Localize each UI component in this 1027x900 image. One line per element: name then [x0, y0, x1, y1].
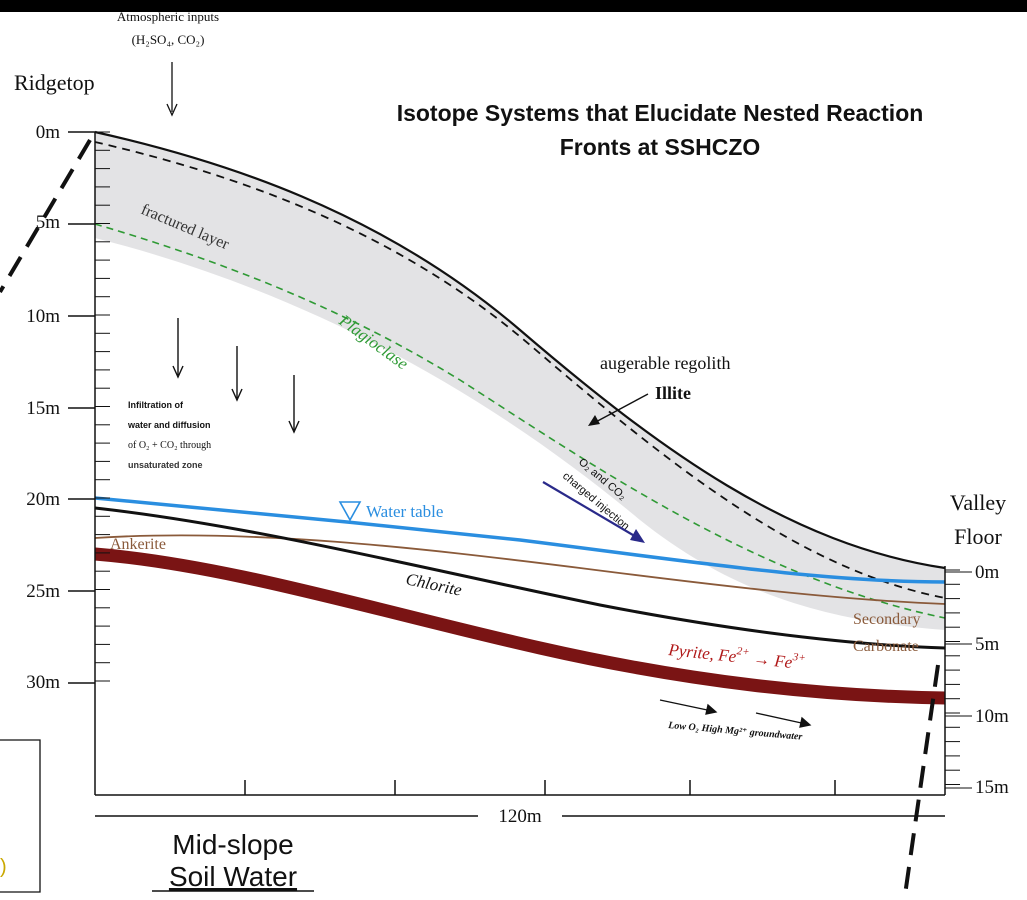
diagram-frame: 0m 5m 10m 15m 20m 25m 30m 0m 5m 10m 15m …	[0, 12, 1027, 900]
left-tick-label: 15m	[26, 398, 60, 419]
left-partial-box	[0, 739, 41, 893]
injection-arrow-head	[630, 529, 645, 543]
pyrite-line	[94, 547, 946, 705]
left-axis-major-ticks	[68, 131, 95, 684]
injection-arrow	[542, 481, 639, 539]
ankerite-line	[94, 534, 946, 605]
infiltration-label: Infiltration of	[128, 400, 184, 410]
illite-pointer-head	[588, 415, 600, 426]
title-line-1: Isotope Systems that Elucidate Nested Re…	[397, 100, 924, 126]
soil-water-label: Soil Water	[169, 861, 297, 892]
right-tick-label: 0m	[975, 562, 1000, 583]
water-table-symbol	[338, 501, 362, 522]
groundwater-label: Low O₂ High Mg²⁺ groundwater	[667, 720, 803, 743]
left-tick-label: 5m	[36, 212, 61, 233]
projection-dashed-right	[903, 664, 940, 896]
infiltration-label: of O₂ + CO₂ through	[128, 440, 211, 451]
left-tick-label: 10m	[26, 306, 60, 327]
projection-dashed-left	[0, 138, 92, 294]
distance-label: 120m	[498, 806, 542, 827]
mid-slope-label: Mid-slope	[172, 829, 293, 860]
right-tick-label: 15m	[975, 777, 1009, 798]
valley-floor-label: Floor	[954, 524, 1002, 549]
right-tick-label: 10m	[975, 706, 1009, 727]
left-axis-minor-ticks	[95, 131, 110, 682]
land-surface-line	[94, 130, 946, 570]
pyrite-label: Pyrite, Fe2+ → Fe3+	[667, 638, 807, 673]
reaction-fronts-diagram: 0m 5m 10m 15m 20m 25m 30m 0m 5m 10m 15m …	[0, 12, 1009, 896]
augerable-regolith-label: augerable regolith	[600, 353, 730, 373]
bottom-axis-ticks	[244, 780, 836, 795]
atmospheric-inputs-formula: (H₂SO₄, CO₂)	[132, 32, 205, 47]
secondary-carbonate-label: Carbonate	[853, 638, 919, 655]
ridgetop-label: Ridgetop	[14, 70, 95, 95]
title-line-2: Fronts at SSHCZO	[560, 134, 761, 160]
infiltration-label: water and diffusion	[127, 420, 211, 430]
regolith-band	[95, 132, 945, 630]
atmospheric-arrow-head	[166, 103, 178, 117]
illite-label: Illite	[655, 383, 691, 403]
augerable-regolith-line	[94, 141, 946, 599]
right-axis-minor-ticks	[945, 569, 972, 789]
left-tick-label: 30m	[26, 672, 60, 693]
illite-pointer	[591, 393, 649, 425]
valley-floor-label: Valley	[950, 490, 1006, 515]
secondary-carbonate-label: Secondary	[853, 611, 921, 628]
infiltration-label: unsaturated zone	[128, 460, 203, 470]
left-tick-label: 20m	[26, 489, 60, 510]
plagioclase-line	[94, 223, 946, 619]
left-tick-label: 25m	[26, 581, 60, 602]
water-table-label: Water table	[366, 502, 443, 521]
left-tick-label: 0m	[36, 122, 61, 143]
groundwater-arrows	[659, 699, 812, 728]
chlorite-line	[94, 506, 946, 650]
left-box-text: )	[0, 856, 7, 878]
atmospheric-inputs-label: Atmospheric inputs	[117, 12, 219, 24]
infiltration-arrows	[172, 318, 300, 434]
right-tick-label: 5m	[975, 634, 1000, 655]
ankerite-label: Ankerite	[110, 536, 166, 553]
water-table-line	[94, 496, 946, 584]
